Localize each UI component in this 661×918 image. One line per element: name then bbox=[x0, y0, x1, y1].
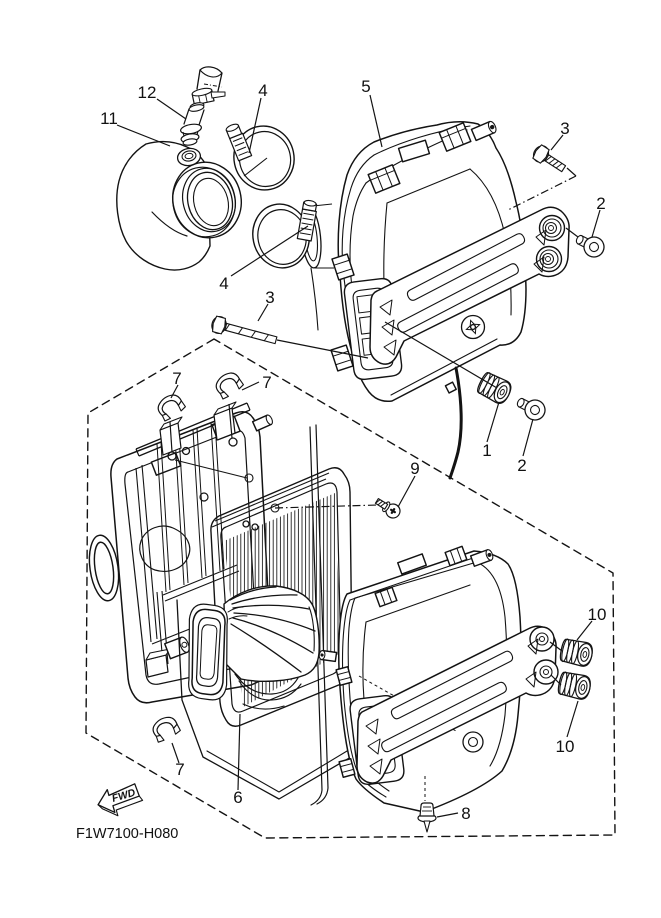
svg-text:F1W7100-H080: F1W7100-H080 bbox=[76, 826, 178, 842]
svg-text:10: 10 bbox=[556, 737, 575, 756]
svg-text:7: 7 bbox=[175, 760, 184, 779]
svg-text:4: 4 bbox=[219, 274, 228, 293]
svg-text:2: 2 bbox=[596, 194, 605, 213]
svg-text:10: 10 bbox=[588, 605, 607, 624]
svg-text:4: 4 bbox=[258, 81, 267, 100]
svg-text:5: 5 bbox=[361, 77, 370, 96]
svg-text:9: 9 bbox=[410, 459, 419, 478]
svg-text:6: 6 bbox=[233, 788, 242, 807]
svg-text:2: 2 bbox=[517, 456, 526, 475]
svg-text:7: 7 bbox=[262, 373, 271, 392]
svg-text:12: 12 bbox=[138, 83, 157, 102]
svg-text:3: 3 bbox=[560, 119, 569, 138]
svg-text:8: 8 bbox=[461, 804, 470, 823]
svg-text:7: 7 bbox=[172, 369, 181, 388]
svg-text:3: 3 bbox=[265, 288, 274, 307]
svg-text:11: 11 bbox=[100, 109, 118, 128]
svg-text:1: 1 bbox=[482, 441, 491, 460]
